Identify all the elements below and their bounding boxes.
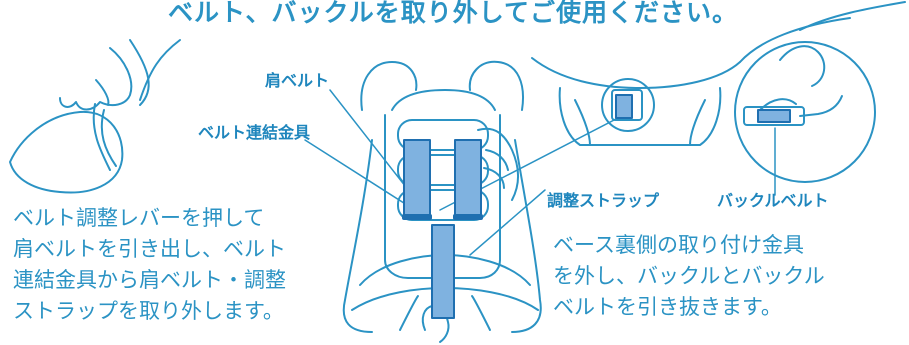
buckle-belt-small <box>757 109 791 123</box>
belt-connector-left <box>402 214 432 220</box>
hand-pulling-belt-illustration <box>9 39 181 194</box>
base-strap <box>615 94 633 119</box>
instruction-right: ベース裏側の取り付け金具 を外し、バックルとバックル ベルトを引き抜きます。 <box>553 233 825 319</box>
base-underside-illustration <box>531 17 851 146</box>
crotch-strap <box>431 224 455 319</box>
label-buckle-belt: バックルベルト <box>717 191 829 210</box>
shoulder-belt-left <box>403 139 431 216</box>
label-shoulder-belt: 肩ベルト <box>265 71 330 90</box>
belt-connector-right <box>453 214 483 220</box>
instruction-left: ベルト調整レバーを押して 肩ベルトを引き出し、ベルト 連結金具から肩ベルト・調整… <box>13 206 286 323</box>
shoulder-belt-right <box>454 139 482 216</box>
label-belt-connector: ベルト連結金具 <box>198 123 311 142</box>
buckle-callout-illustration <box>734 1 906 183</box>
page-title: ベルト、バックルを取り外してご使用ください。 <box>168 0 739 27</box>
label-adjust-strap: 調整ストラップ <box>547 191 660 210</box>
